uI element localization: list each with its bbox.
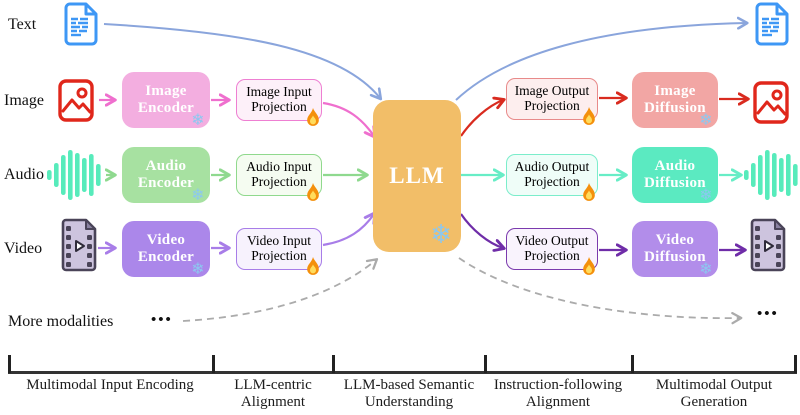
- label-video: Video: [4, 240, 43, 257]
- snowflake-icon: ❄: [191, 259, 205, 278]
- image-encoder-box: Image Encoder ❄: [122, 72, 210, 128]
- snowflake-icon: ❄: [191, 185, 205, 204]
- image-encoder-label: Image Encoder: [137, 82, 195, 116]
- stage-tick: [794, 355, 797, 373]
- video-output-projection-box: Video Output Projection: [506, 228, 598, 275]
- label-audio: Audio: [4, 166, 44, 183]
- llm-label: LLM: [389, 163, 445, 188]
- stage-tick: [484, 355, 487, 373]
- stage-label-multimodal-input-encoding: Multimodal Input Encoding: [26, 377, 194, 393]
- text-document-icon: [64, 2, 98, 46]
- stage-tick: [332, 355, 335, 373]
- snowflake-icon: ❄: [699, 110, 713, 129]
- image-diffusion-box: Image Diffusion ❄: [632, 72, 718, 128]
- stage-axis: [8, 371, 797, 374]
- fire-icon: [583, 257, 595, 275]
- stage-label-llm-centric-alignment: LLM-centric Alignment: [234, 377, 312, 410]
- image-icon: [58, 79, 94, 122]
- snowflake-icon: ❄: [699, 185, 713, 204]
- video-diffusion-label: Video Diffusion: [644, 231, 706, 265]
- image-input-projection-label: Image Input Projection: [246, 84, 312, 114]
- video-output-projection-label: Video Output Projection: [515, 233, 589, 263]
- stage-tick: [212, 355, 215, 373]
- stage-tick: [8, 355, 11, 373]
- audio-encoder-box: Audio Encoder ❄: [122, 147, 210, 203]
- video-input-projection-label: Video Input Projection: [246, 233, 312, 263]
- video-film-icon: [750, 218, 786, 272]
- audio-input-projection-box: Audio Input Projection: [236, 154, 322, 201]
- fire-icon: [307, 108, 319, 126]
- video-encoder-label: Video Encoder: [137, 231, 195, 265]
- audio-waveform-icon: [47, 150, 101, 200]
- video-encoder-box: Video Encoder ❄: [122, 221, 210, 277]
- audio-output-projection-box: Audio Output Projection: [506, 154, 598, 201]
- audio-output-projection-label: Audio Output Projection: [514, 159, 590, 189]
- audio-encoder-label: Audio Encoder: [137, 157, 195, 191]
- text-document-icon: [755, 2, 789, 46]
- more-modalities-dots-left: •••: [151, 312, 173, 328]
- stage-label-instruction-following-alignment: Instruction-following Alignment: [493, 377, 623, 410]
- label-text: Text: [8, 16, 37, 33]
- audio-diffusion-label: Audio Diffusion: [644, 157, 706, 191]
- label-image: Image: [4, 92, 44, 109]
- image-icon: [753, 81, 789, 124]
- fire-icon: [583, 107, 595, 125]
- image-output-projection-label: Image Output Projection: [514, 83, 590, 113]
- fire-icon: [307, 257, 319, 275]
- more-modalities-dots-right: •••: [757, 306, 779, 322]
- audio-waveform-icon: [744, 150, 798, 200]
- stage-label-multimodal-output-generation: Multimodal Output Generation: [655, 377, 773, 410]
- image-diffusion-label: Image Diffusion: [644, 82, 706, 116]
- snowflake-icon: ❄: [191, 110, 205, 129]
- label-more-modalities: More modalities: [8, 313, 114, 330]
- llm-box: LLM ❄: [373, 100, 461, 252]
- video-diffusion-box: Video Diffusion ❄: [632, 221, 718, 277]
- image-output-projection-box: Image Output Projection: [506, 78, 598, 125]
- fire-icon: [583, 183, 595, 201]
- snowflake-icon: ❄: [699, 259, 713, 278]
- snowflake-icon: ❄: [430, 220, 453, 250]
- audio-diffusion-box: Audio Diffusion ❄: [632, 147, 718, 203]
- video-input-projection-box: Video Input Projection: [236, 228, 322, 275]
- video-film-icon: [61, 218, 97, 272]
- audio-input-projection-label: Audio Input Projection: [246, 159, 312, 189]
- fire-icon: [307, 183, 319, 201]
- image-input-projection-box: Image Input Projection: [236, 79, 322, 126]
- stage-tick: [631, 355, 634, 373]
- stage-label-llm-based-semantic-understanding: LLM-based Semantic Understanding: [343, 377, 475, 410]
